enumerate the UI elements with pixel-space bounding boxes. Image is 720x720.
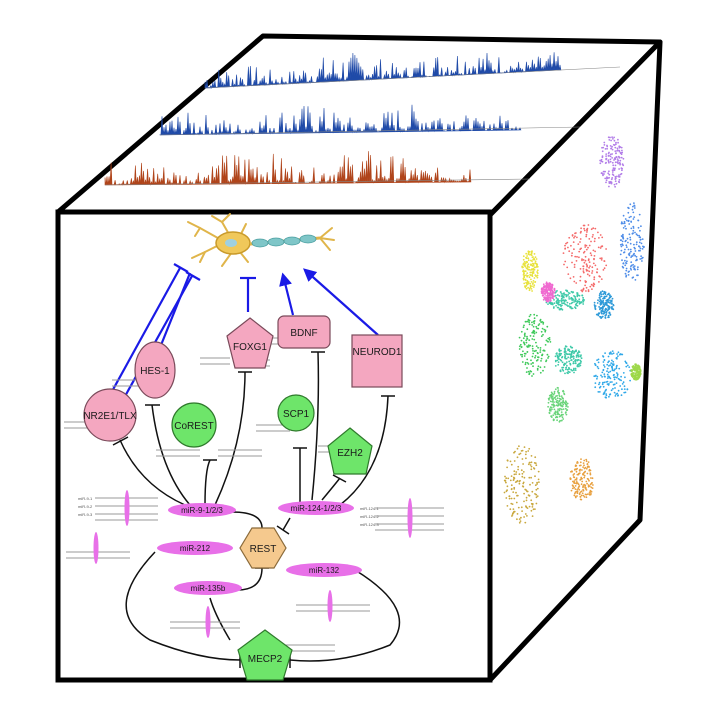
node-bdnf-label: BDNF [290, 328, 317, 339]
node-bdnf[interactable]: BDNF [277, 315, 331, 349]
node-neurod1-label: NEUROD1 [353, 347, 402, 358]
node-nr2e1[interactable]: NR2E1/TLX [83, 388, 137, 442]
mirna-mir9[interactable]: miR-9-1/2/3 [168, 503, 236, 517]
node-foxg1-label: FOXG1 [233, 342, 267, 353]
mirna-mir135b[interactable]: miR-135b [174, 581, 242, 595]
umap-clusters [503, 136, 645, 524]
mir9-row-label-1: miR-9-1 [78, 496, 93, 501]
mini-track-peaks [93, 490, 413, 638]
umap-cluster [521, 250, 539, 292]
node-corest[interactable]: CoREST [171, 402, 217, 448]
node-ezh2-label: EZH2 [337, 448, 363, 459]
node-scp1[interactable]: SCP1 [277, 394, 315, 432]
neuron-illustration [187, 213, 335, 267]
mirna-mir124-label: miR-124-1/2/3 [291, 504, 342, 513]
track-blue-1 [204, 52, 621, 89]
node-hes1-label: HES-1 [140, 366, 170, 377]
mirna-mir212-label: miR-212 [180, 544, 211, 553]
umap-cluster [547, 386, 569, 423]
umap-cluster [599, 136, 625, 188]
umap-cluster [540, 281, 556, 303]
mirna-mir9-label: miR-9-1/2/3 [181, 506, 223, 515]
node-neurod1[interactable]: NEUROD1 [351, 334, 403, 388]
track-blue-2 [159, 104, 581, 136]
mir124-row-label-1: miR-124-1 [360, 506, 379, 511]
umap-cluster [569, 458, 594, 501]
node-rest-label: REST [250, 544, 277, 555]
mirna-mir132-label: miR-132 [309, 566, 340, 575]
node-hes1[interactable]: HES-1 [134, 341, 176, 399]
umap-cluster [619, 202, 645, 281]
node-foxg1[interactable]: FOXG1 [226, 317, 274, 369]
node-ezh2[interactable]: EZH2 [327, 427, 373, 475]
mirna-mir132[interactable]: miR-132 [286, 563, 362, 577]
track-rust [104, 151, 531, 186]
umap-cluster [554, 345, 583, 375]
node-nr2e1-label: NR2E1/TLX [83, 411, 137, 422]
node-scp1-label: SCP1 [283, 409, 310, 420]
umap-cluster [593, 290, 615, 319]
genome-tracks [104, 52, 621, 186]
umap-cluster [518, 313, 552, 377]
mir9-row-label-3: miR-9-3 [78, 512, 93, 517]
umap-cluster [562, 224, 608, 293]
cube-front-face [55, 209, 493, 683]
node-corest-label: CoREST [174, 421, 213, 432]
umap-cluster [630, 363, 642, 381]
umap-cluster [593, 350, 632, 399]
node-mecp2[interactable]: MECP2 [237, 629, 293, 681]
umap-cluster [503, 445, 540, 524]
mir124-row-label-3: miR-124-3 [360, 522, 379, 527]
mirna-mir124[interactable]: miR-124-1/2/3 [278, 501, 354, 515]
mir9-row-label-2: miR-9-2 [78, 504, 93, 509]
node-mecp2-label: MECP2 [248, 654, 283, 665]
mir124-row-label-2: miR-124-2 [360, 514, 379, 519]
mirna-mir212[interactable]: miR-212 [157, 541, 233, 555]
node-rest[interactable]: REST [239, 527, 287, 569]
mirna-mir135b-label: miR-135b [191, 584, 226, 593]
mini-track-labels: miR-9-1 miR-9-2 miR-9-3 miR-124-1 miR-12… [78, 496, 379, 527]
